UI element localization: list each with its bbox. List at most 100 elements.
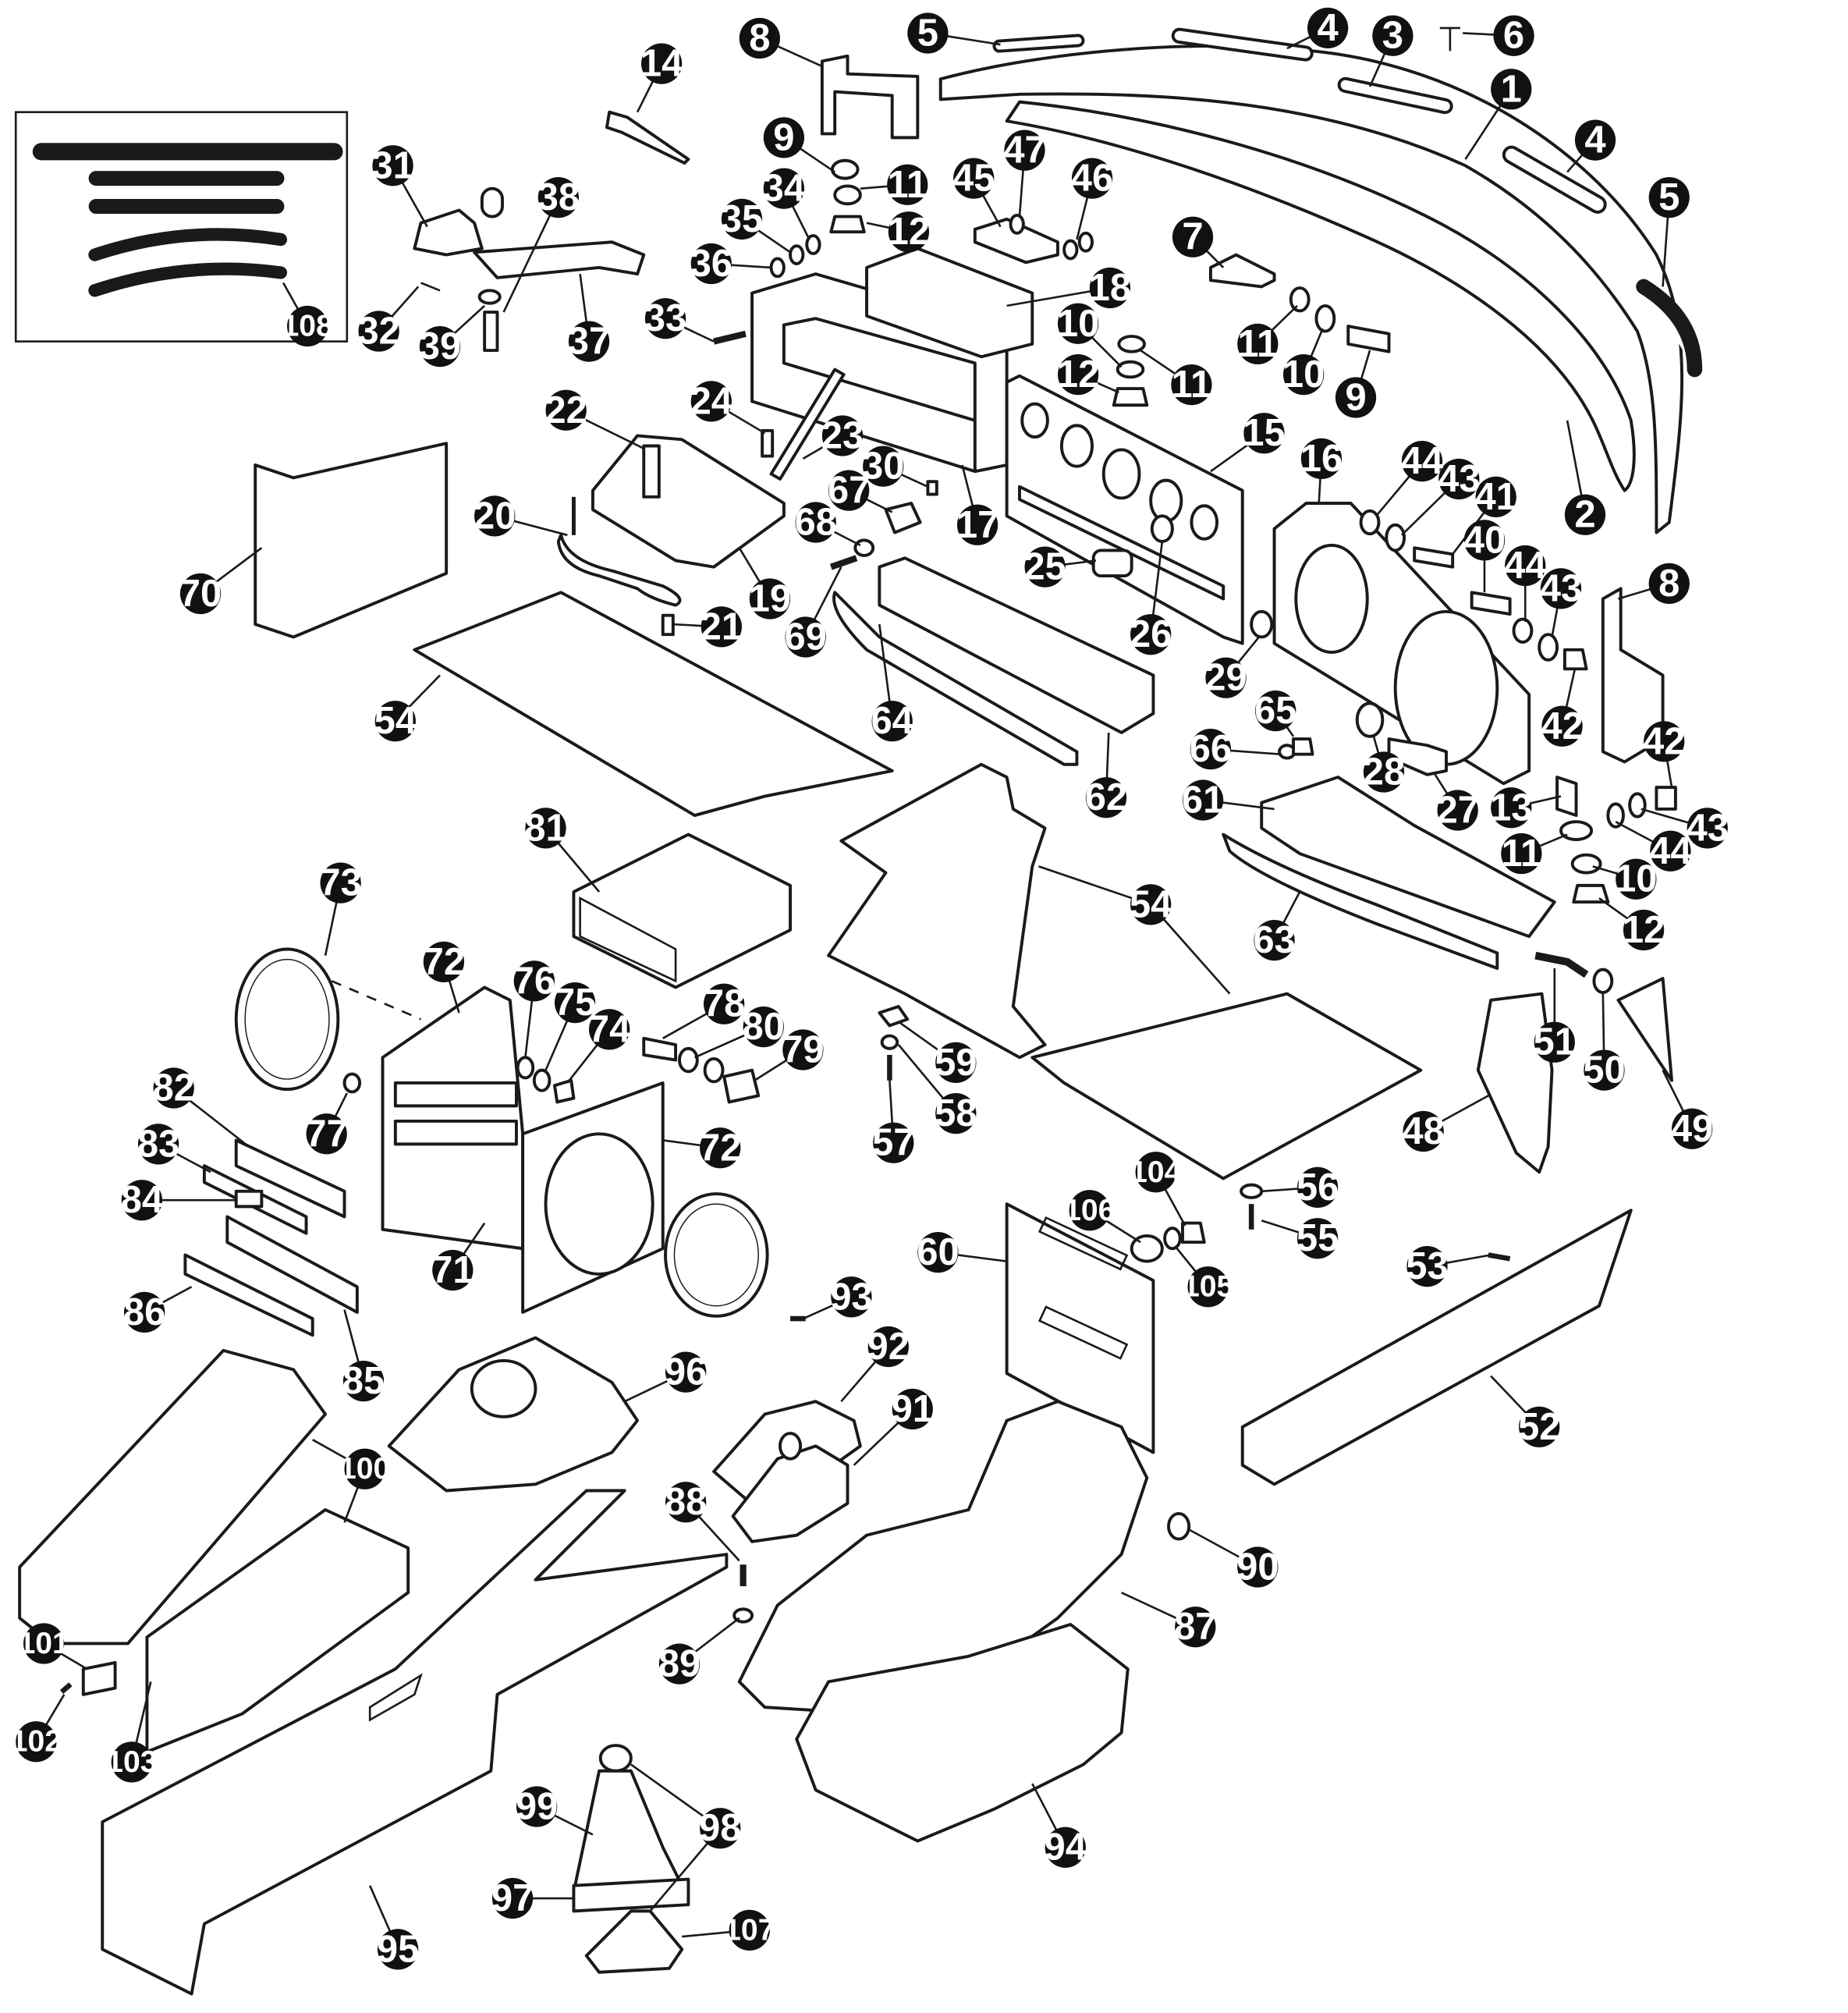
rail-63 [1222,833,1499,970]
svg-text:8: 8 [1658,563,1680,605]
callout-64: 64 [871,700,913,742]
callout-10-right: 10 [1282,353,1325,396]
callout-67: 67 [828,470,870,512]
lockwasher-11 [833,184,862,206]
svg-text:36: 36 [690,243,732,285]
callout-24: 24 [690,380,732,422]
callout-42-lower: 42 [1643,720,1685,762]
svg-text:52: 52 [1518,1406,1560,1448]
svg-text:91: 91 [892,1388,934,1430]
svg-text:42: 42 [1541,705,1583,747]
screw-6 [1439,27,1460,51]
mat-54-left [413,591,894,818]
peg-38 [480,186,504,218]
svg-text:93: 93 [830,1276,872,1318]
callout-89: 89 [658,1643,701,1685]
callout-44-b: 44 [1504,545,1546,587]
callout-3: 3 [1372,15,1413,57]
plate-86 [183,1253,314,1337]
tray-19 [591,434,786,569]
gauge-hole-1 [1020,402,1049,439]
svg-text:12: 12 [888,211,930,253]
screw-21 [661,613,675,637]
svg-text:40: 40 [1463,519,1506,561]
svg-text:100: 100 [339,1452,390,1486]
bulb-29 [1250,609,1274,639]
svg-text:23: 23 [821,414,864,456]
svg-text:54: 54 [374,700,417,742]
callout-6: 6 [1493,15,1534,57]
callout-43-c: 43 [1687,807,1729,849]
svg-text:26: 26 [1130,613,1172,655]
callout-55: 55 [1296,1217,1339,1259]
svg-text:54: 54 [1130,883,1172,925]
callout-99: 99 [516,1785,558,1827]
svg-text:103: 103 [106,1745,157,1779]
svg-text:89: 89 [658,1643,701,1685]
seal-strips-108 [32,143,343,297]
svg-text:11: 11 [1237,323,1278,365]
grille-73 [234,947,340,1092]
washer-39 [477,289,502,305]
callout-25: 25 [1023,546,1066,588]
svg-text:43: 43 [1438,458,1480,500]
nut-34 [805,234,821,255]
grille-72 [664,1192,769,1318]
callout-54-center: 54 [1130,883,1172,925]
tray-62 [878,556,1155,734]
washer-44b [1512,617,1534,644]
arm-37 [473,240,646,279]
callout-44-c: 44 [1649,830,1691,872]
clip-59 [878,1005,910,1028]
svg-text:42: 42 [1643,720,1685,762]
ring-28 [1355,701,1385,738]
washer-50 [1592,967,1614,994]
svg-text:86: 86 [123,1291,165,1333]
washer-80a [678,1046,699,1074]
svg-text:4: 4 [1584,119,1605,162]
svg-text:9: 9 [1345,376,1366,418]
speaker-slot-1 [393,1081,518,1108]
bolt-40 [1470,591,1512,616]
console-slot [368,1673,423,1722]
svg-text:70: 70 [179,573,222,615]
callout-97: 97 [491,1877,534,1919]
callout-4-top: 4 [1307,7,1349,49]
svg-text:90: 90 [1236,1546,1279,1588]
stay-20 [556,533,682,607]
callout-10-lower: 10 [1615,858,1657,900]
callout-107: 107 [724,1909,775,1951]
callout-104: 104 [1130,1152,1182,1193]
lockwasher-43a [1385,523,1406,552]
panel-70 [254,442,449,639]
svg-text:108: 108 [282,310,332,343]
svg-text:24: 24 [690,380,732,422]
callout-47: 47 [1003,130,1045,172]
washer-9 [830,158,860,180]
callout-65: 65 [1254,690,1296,732]
svg-text:85: 85 [342,1360,385,1402]
callout-50: 50 [1583,1049,1625,1092]
lockwasher-43c [1628,792,1647,818]
callout-62: 62 [1085,776,1127,818]
svg-text:28: 28 [1363,751,1405,793]
callout-102: 102 [11,1721,62,1763]
svg-text:95: 95 [377,1928,419,1970]
bolt-41 [1413,546,1455,569]
dashboard-lower-rail [1005,100,1636,492]
svg-text:61: 61 [1182,779,1224,821]
badge-84 [234,1189,264,1209]
mat-54-right [1030,992,1423,1180]
callout-100: 100 [339,1448,390,1489]
washer-77 [342,1072,362,1094]
svg-text:13: 13 [1490,786,1532,829]
callout-88: 88 [665,1481,707,1523]
callout-72-right: 72 [699,1127,741,1169]
svg-text:20: 20 [474,495,516,537]
svg-text:31: 31 [371,144,413,186]
callout-87: 87 [1174,1606,1216,1648]
shift-base-hole [470,1358,537,1418]
bracket-48 [1476,992,1554,1174]
svg-text:63: 63 [1253,919,1295,961]
speaker-hole [544,1132,654,1276]
